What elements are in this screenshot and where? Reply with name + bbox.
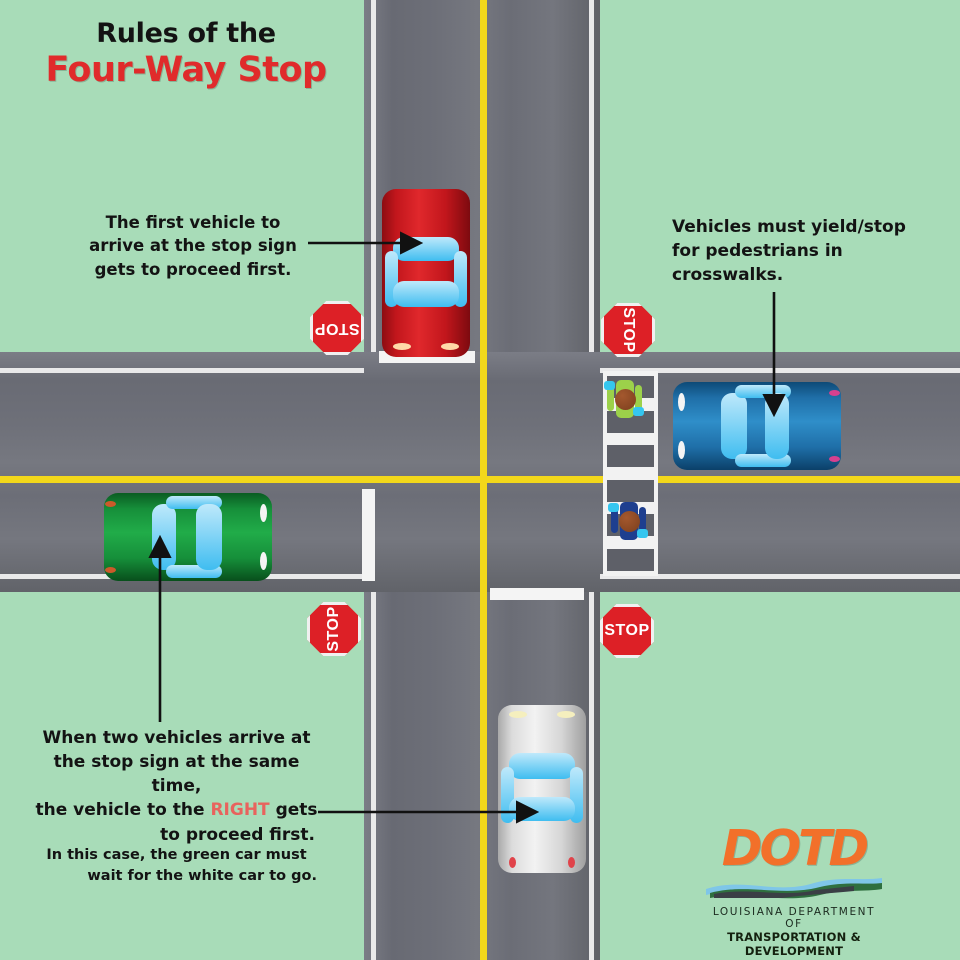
green-car-taillight xyxy=(105,501,116,507)
white-car-headlight xyxy=(557,711,575,718)
callout-line: The first vehicle to xyxy=(105,213,281,232)
callout-line: for pedestrians in xyxy=(672,241,843,262)
callout-first-vehicle: The first vehicle to arrive at the stop … xyxy=(78,211,308,281)
callout-line: gets to proceed first. xyxy=(94,259,292,279)
red-car-windshield xyxy=(393,281,459,307)
callout-line: arrive at the stop sign xyxy=(89,236,297,256)
callout-line: In this case, the green car must xyxy=(46,847,307,863)
red-car-headlight xyxy=(441,343,459,350)
title-line-1: Rules of the xyxy=(96,18,276,49)
green-car-windshield xyxy=(196,504,222,570)
green-car-taillight xyxy=(105,567,116,573)
pedestrian-arm xyxy=(635,385,642,411)
blue-car-windshield xyxy=(721,393,747,459)
green-car-headlight xyxy=(260,504,267,522)
dotd-tagline-line-2: TRANSPORTATION & DEVELOPMENT xyxy=(727,929,861,958)
stop-sign-octagon: STOP xyxy=(600,604,654,658)
dotd-tagline-line-1: LOUISIANA DEPARTMENT OF xyxy=(712,905,876,930)
crosswalk-rung xyxy=(607,479,654,502)
crosswalk-rung xyxy=(607,445,654,468)
center-line-vertical xyxy=(480,0,487,960)
pedestrian-foot xyxy=(608,503,619,512)
callout-line: wait for the white car to go. xyxy=(87,867,317,884)
white-car-headlight xyxy=(509,711,527,718)
callout-green-car-note: In this case, the green car must wait fo… xyxy=(34,845,319,886)
pedestrian-foot xyxy=(604,381,615,390)
white-car-taillight xyxy=(568,857,575,868)
callout-line-mixed: the vehicle to the RIGHT gets xyxy=(34,798,319,822)
stop-bar-west xyxy=(362,489,375,581)
pedestrian-head xyxy=(619,511,640,532)
title-line-2: Four-Way Stop xyxy=(45,50,327,91)
crosswalk-rung xyxy=(607,548,654,571)
pedestrian-lower xyxy=(606,498,652,544)
blue-car-headlight xyxy=(678,393,685,411)
callout-right-of-way: When two vehicles arrive at the stop sig… xyxy=(34,726,319,847)
blue-car-headlight xyxy=(678,441,685,459)
poster-title: Rules of the Four-Way Stop xyxy=(36,18,336,91)
white-car xyxy=(498,705,586,873)
blue-car-taillight xyxy=(829,456,840,462)
callout-line: to proceed first. xyxy=(160,824,315,845)
pedestrian-arm xyxy=(611,507,618,533)
green-car xyxy=(104,493,272,581)
pedestrian-head xyxy=(615,389,636,410)
dotd-wordmark: DOTD xyxy=(721,820,869,877)
dotd-logo: DOTD LOUISIANA DEPARTMENT OF TRANSPORTAT… xyxy=(704,820,884,958)
callout-line: the stop sign at the same time, xyxy=(53,752,300,797)
pedestrian-arm xyxy=(607,385,614,411)
callout-line: crosswalks. xyxy=(672,265,784,286)
red-car-headlight xyxy=(393,343,411,350)
callout-text-pre: the vehicle to the xyxy=(35,800,211,821)
callout-pedestrians: Vehicles must yield/stop for pedestrians… xyxy=(672,215,922,287)
callout-line: Vehicles must yield/stop xyxy=(672,217,906,237)
pedestrian-arm xyxy=(639,507,646,533)
white-car-windshield xyxy=(509,753,575,779)
pedestrian-foot xyxy=(633,407,644,416)
red-car xyxy=(382,189,470,357)
blue-car xyxy=(673,382,841,470)
stop-bar-south xyxy=(490,588,584,600)
white-car-taillight xyxy=(509,857,516,868)
stop-sign-south[interactable]: STOP xyxy=(600,604,654,658)
green-car-headlight xyxy=(260,552,267,570)
blue-car-taillight xyxy=(829,390,840,396)
stop-sign-label: STOP xyxy=(604,622,650,639)
callout-highlight-right: RIGHT xyxy=(210,800,270,821)
pedestrian-upper xyxy=(602,376,648,422)
callout-line: When two vehicles arrive at xyxy=(42,728,311,748)
dotd-swoosh-icon xyxy=(706,877,882,898)
pedestrian-foot xyxy=(637,529,648,538)
callout-text-post: gets xyxy=(269,800,318,821)
